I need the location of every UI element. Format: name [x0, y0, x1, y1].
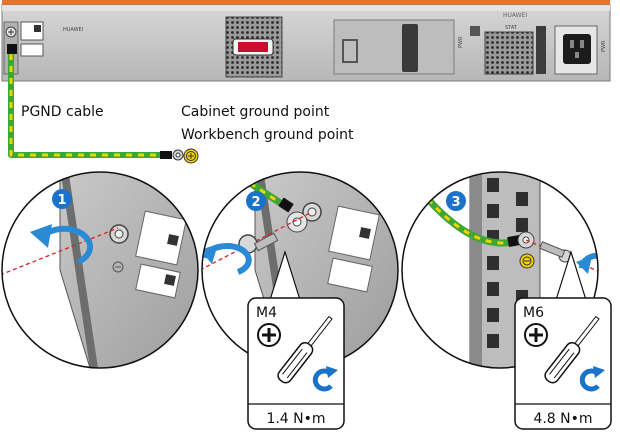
torque-value-step-3: 4.8 N•m	[533, 411, 592, 427]
pgnd-cable-label: PGND cable	[21, 104, 104, 120]
torque-value-step-2: 1.4 N•m	[266, 411, 325, 427]
rack-ground-symbol-icon	[519, 253, 535, 269]
step-3-number: 3	[451, 195, 460, 210]
step-1-number: 1	[57, 193, 66, 208]
step-2-badge: 2	[246, 191, 266, 211]
tool-card-m4: M4 1.4 N•m	[247, 249, 345, 430]
screw-size-m4: M4	[256, 305, 277, 321]
brand-left-text: HUAWEI	[63, 27, 83, 33]
screw-size-m6: M6	[523, 305, 544, 321]
pgnd-cable	[8, 54, 199, 164]
phillips-head-icon	[524, 323, 548, 347]
psu-side-label: PWR	[458, 36, 464, 48]
step-3-badge: 3	[446, 191, 466, 211]
rotate-clockwise-icon	[312, 366, 338, 392]
ground-screw-icon	[5, 26, 17, 38]
right-edge-label: PWR	[601, 40, 607, 52]
cabinet-ground-label: Cabinet ground point	[181, 104, 330, 120]
ground-symbol-icon	[183, 148, 199, 164]
step-1-badge: 1	[52, 189, 72, 209]
device-chassis: HUAWEI PWR STAT HUAWEI PWR	[1, 0, 611, 82]
rotate-clockwise-icon	[579, 366, 605, 392]
step-2-number: 2	[251, 195, 260, 210]
tool-card-m6: M6 4.8 N•m	[514, 249, 612, 430]
workbench-ground-label: Workbench ground point	[181, 127, 354, 143]
screwdriver-icon	[544, 315, 600, 384]
brand-right-text: HUAWEI	[503, 12, 527, 19]
phillips-head-icon	[257, 323, 281, 347]
psu-stat-label: STAT	[505, 25, 518, 31]
ring-terminal-icon	[172, 149, 184, 161]
screwdriver-icon	[277, 315, 333, 384]
step-1-detail: 1	[1, 171, 199, 369]
